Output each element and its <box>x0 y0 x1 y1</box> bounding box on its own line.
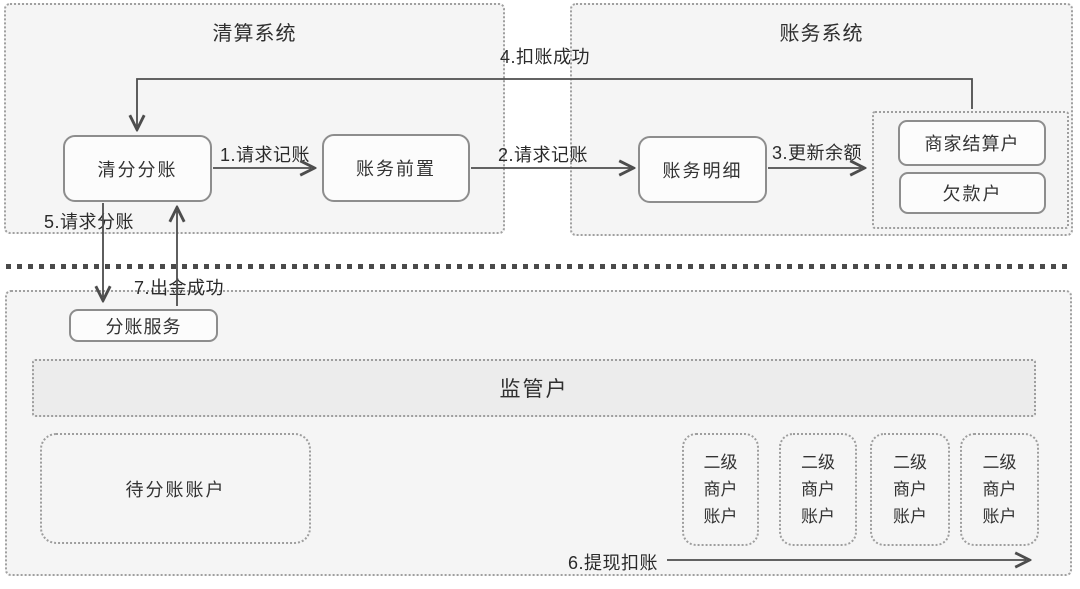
edge-label-request-booking-2: 2.请求记账 <box>497 145 588 165</box>
sub-merchant-account-label: 二级商户账户 <box>703 453 738 526</box>
edge-label-update-balance: 3.更新余额 <box>771 143 862 163</box>
sub-merchant-account-node: 二级商户账户 <box>960 433 1039 546</box>
sub-merchant-account-label: 二级商户账户 <box>801 453 835 526</box>
funds-section-container: 分账服务 监管户 待分账账户 二级商户账户 二级商户账户 二级商户账户 二级商户… <box>5 290 1072 576</box>
sub-merchant-account-node: 二级商户账户 <box>682 433 759 546</box>
sub-merchant-account-node: 二级商户账户 <box>870 433 950 546</box>
sub-merchant-account-node: 二级商户账户 <box>779 433 857 546</box>
accounting-detail-node: 账务明细 <box>638 136 767 203</box>
split-service-node: 分账服务 <box>69 309 218 342</box>
accounting-gateway-node: 账务前置 <box>322 134 470 202</box>
debt-account-node: 欠款户 <box>899 172 1046 214</box>
edge-label-request-split: 5.请求分账 <box>43 212 134 232</box>
section-divider <box>6 264 1072 269</box>
edge-label-request-booking-1: 1.请求记账 <box>219 145 310 165</box>
clearing-split-node: 清分分账 <box>63 135 212 202</box>
merchant-settlement-account-node: 商家结算户 <box>898 120 1046 166</box>
sub-merchant-account-label: 二级商户账户 <box>982 453 1017 526</box>
edge-label-debit-success: 4.扣账成功 <box>499 47 590 67</box>
accounting-system-title: 账务系统 <box>779 23 864 45</box>
clearing-system-title: 清算系统 <box>212 23 297 45</box>
edge-label-payout-success: 7.出金成功 <box>133 278 224 298</box>
edge-label-withdraw-debit: 6.提现扣账 <box>567 553 658 573</box>
supervision-account-bar: 监管户 <box>32 359 1036 417</box>
settlement-accounts-group: 商家结算户 欠款户 <box>872 111 1069 229</box>
pending-split-account-node: 待分账账户 <box>40 433 311 544</box>
sub-merchant-account-label: 二级商户账户 <box>893 453 927 526</box>
